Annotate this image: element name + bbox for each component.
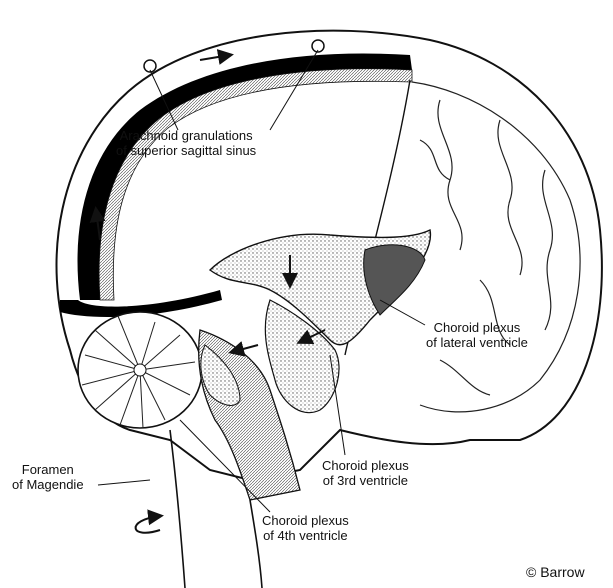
label-choroid-plexus-third: Choroid plexus of 3rd ventricle (322, 458, 409, 488)
label-line: Choroid plexus (262, 513, 349, 528)
label-line: Foramen (12, 462, 84, 477)
label-line: Arachnoid granulations (116, 128, 256, 143)
label-arachnoid-granulations: Arachnoid granulations of superior sagit… (116, 128, 256, 158)
label-line: Choroid plexus (322, 458, 409, 473)
label-line: of Magendie (12, 477, 84, 492)
label-choroid-plexus-lateral: Choroid plexus of lateral ventricle (426, 320, 528, 350)
copyright-credit: © Barrow (526, 565, 585, 580)
label-line: of 3rd ventricle (322, 473, 409, 488)
cerebellum (78, 312, 202, 428)
label-choroid-plexus-fourth: Choroid plexus of 4th ventricle (262, 513, 349, 543)
label-line: of superior sagittal sinus (116, 143, 256, 158)
cerebral-gyri (412, 82, 580, 412)
label-line: of lateral ventricle (426, 335, 528, 350)
label-foramen-of-magendie: Foramen of Magendie (12, 462, 84, 492)
label-line: of 4th ventricle (262, 528, 349, 543)
label-line: Choroid plexus (426, 320, 528, 335)
